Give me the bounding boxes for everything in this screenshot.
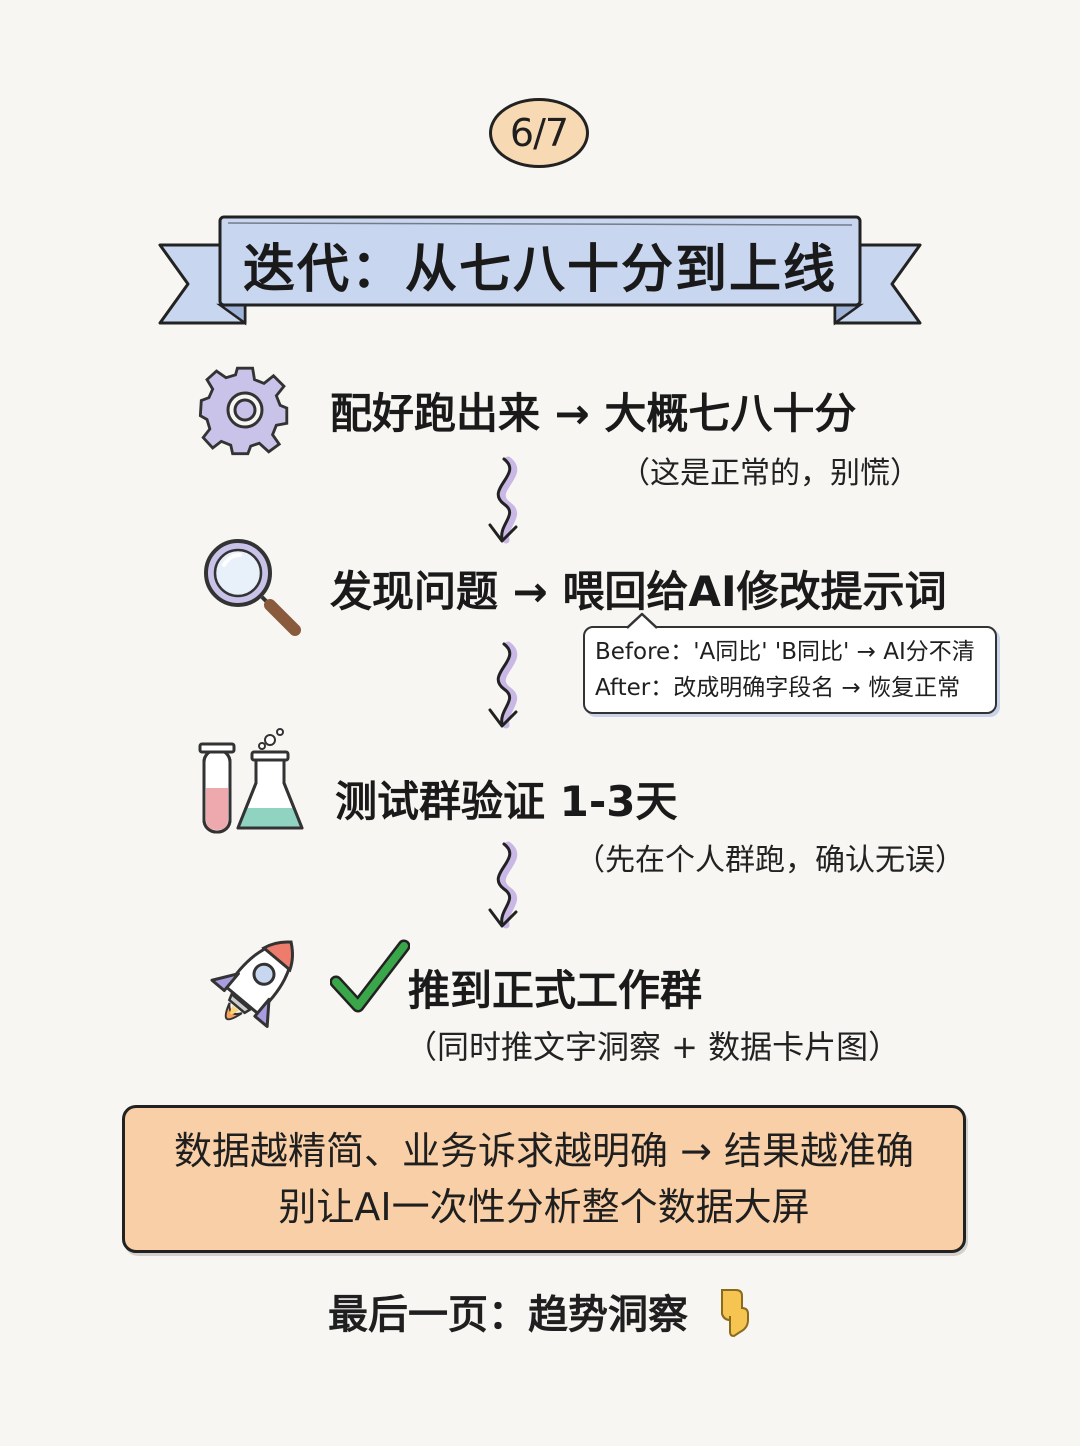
down-arrow-icon	[488, 841, 518, 929]
step-4-title: 推到正式工作群	[408, 966, 703, 1015]
page-badge: 6/7	[489, 98, 589, 168]
checkmark-icon	[330, 939, 410, 1013]
summary-line-2: 别让AI一次性分析整个数据大屏	[278, 1185, 810, 1229]
callout-before: Before：'A同比' 'B同比' → AI分不清	[595, 639, 975, 665]
pointing-down-icon	[720, 1289, 749, 1338]
title-ribbon	[158, 215, 922, 326]
gear-icon	[198, 366, 289, 456]
step-3-note: （先在个人群跑，确认无误）	[575, 843, 965, 878]
rocket-icon	[210, 940, 294, 1029]
footer: 最后一页：趋势洞察	[0, 1282, 1080, 1340]
step-2-title: 发现问题 → 喂回给AI修改提示词	[330, 567, 947, 616]
before-after-callout: Before：'A同比' 'B同比' → AI分不清 After：改成明确字段名…	[583, 626, 997, 714]
step-1-title: 配好跑出来 → 大概七八十分	[330, 389, 857, 438]
footer-text: 最后一页：趋势洞察	[328, 1292, 689, 1338]
page-title: 迭代：从七八十分到上线	[242, 239, 837, 300]
summary-box: 数据越精简、业务诉求越明确 → 结果越准确 别让AI一次性分析整个数据大屏	[122, 1105, 966, 1253]
summary-line-1: 数据越精简、业务诉求越明确 → 结果越准确	[174, 1129, 914, 1173]
step-3-title: 测试群验证 1-3天	[335, 777, 678, 826]
step-1-note: （这是正常的，别慌）	[620, 456, 920, 491]
callout-after: After：改成明确字段名 → 恢复正常	[595, 675, 961, 701]
down-arrow-icon	[488, 641, 518, 729]
step-4-note: （同时推文字洞察 + 数据卡片图）	[405, 1028, 901, 1066]
callout-pointer	[626, 612, 658, 629]
test-tube-flask-icon	[198, 728, 304, 834]
magnifier-icon	[204, 539, 301, 636]
down-arrow-icon	[488, 456, 518, 544]
